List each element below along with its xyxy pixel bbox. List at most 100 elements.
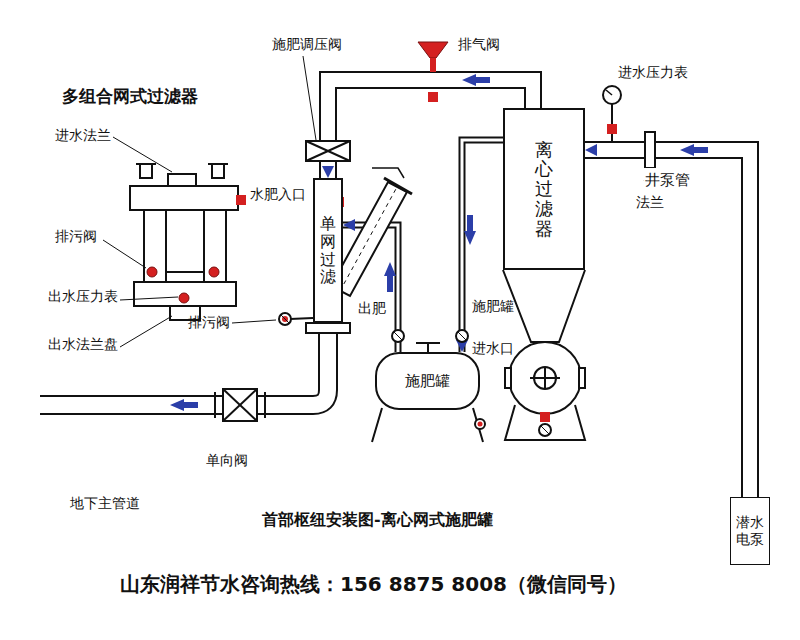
flow-arrow bbox=[462, 74, 490, 86]
part-label: 施肥调压阀 bbox=[272, 36, 342, 53]
inlet-gauge bbox=[606, 90, 612, 95]
centrifugal-cone bbox=[505, 368, 511, 388]
centrifugal-cone bbox=[505, 405, 585, 440]
tank-fittings bbox=[372, 330, 485, 442]
pressure-regulating-valve bbox=[306, 141, 350, 161]
inlet-gauge bbox=[607, 124, 617, 134]
part-label: 出肥 bbox=[358, 300, 386, 317]
multi-screen-filter bbox=[204, 210, 226, 282]
centrifugal-cone bbox=[503, 270, 585, 440]
centrifugal-cone bbox=[539, 424, 551, 436]
multi-screen-filter bbox=[134, 282, 236, 306]
multi-screen-filter bbox=[208, 163, 228, 165]
part-label: 进水压力表 bbox=[618, 64, 688, 81]
screen-filter-branch bbox=[290, 318, 313, 319]
pipe-wall bbox=[585, 150, 750, 497]
multi-screen-filter bbox=[166, 271, 204, 273]
multi-screen-filter bbox=[179, 293, 189, 303]
outlet-pipe bbox=[40, 333, 328, 405]
leader-line bbox=[120, 297, 178, 300]
multi-screen-filter bbox=[147, 267, 157, 277]
leader-line bbox=[120, 316, 172, 347]
multi-screen-filter bbox=[209, 267, 219, 277]
screen-filter-branch bbox=[340, 187, 397, 291]
outlet-pipe bbox=[214, 392, 216, 418]
outlet-pipe bbox=[223, 389, 257, 421]
node-label: 单网过滤 bbox=[320, 215, 336, 285]
screen-filter-branch bbox=[282, 316, 288, 322]
multi-screen-filter bbox=[236, 195, 246, 205]
tank-fittings bbox=[392, 330, 404, 342]
flow-arrow bbox=[464, 215, 476, 245]
outlet-pipe bbox=[306, 323, 350, 333]
tank-fittings bbox=[427, 344, 429, 352]
arrow-head bbox=[585, 144, 597, 156]
tank-fittings bbox=[478, 422, 483, 427]
part-label: 排污阀 bbox=[188, 314, 230, 331]
tank-fittings bbox=[458, 332, 466, 340]
screen-filter-branch bbox=[384, 178, 412, 194]
edge-label: 井泵管 bbox=[644, 168, 691, 192]
part-label: 排污阀 bbox=[55, 228, 97, 245]
tank-fittings bbox=[475, 419, 485, 429]
part-label: 排气阀 bbox=[458, 36, 500, 53]
air-valve bbox=[430, 58, 436, 72]
multi-screen-filter bbox=[168, 174, 196, 186]
screen-filter-branch bbox=[279, 313, 291, 325]
multi-screen-filter bbox=[144, 210, 166, 282]
inlet-gauge bbox=[611, 104, 613, 142]
air-valve bbox=[418, 42, 448, 58]
screen-filter-branch bbox=[372, 168, 404, 178]
fertilizer-tank: 施肥罐 bbox=[375, 352, 480, 410]
node-label: 施肥罐 bbox=[405, 372, 450, 391]
part-label: 法兰 bbox=[636, 194, 664, 211]
outlet-pipe bbox=[223, 389, 257, 421]
tank-fittings bbox=[372, 408, 382, 442]
arrow-head bbox=[343, 219, 355, 231]
tank-fittings bbox=[416, 342, 440, 344]
leader-line bbox=[232, 320, 276, 323]
inlet-gauge bbox=[603, 86, 621, 104]
screen-filter-branch bbox=[281, 315, 289, 323]
pressure-regulating-valve bbox=[306, 141, 350, 161]
pipe-bore bbox=[462, 140, 503, 352]
leader-line bbox=[303, 56, 316, 140]
part-label: 多组合网式过滤器 bbox=[62, 86, 198, 106]
flow-arrow bbox=[384, 262, 396, 292]
water-pipe bbox=[322, 80, 533, 178]
outlet-pipe bbox=[38, 323, 350, 421]
centrifugal-cone bbox=[509, 342, 581, 414]
centrifugal-filter: 离心过滤器 bbox=[503, 108, 585, 270]
leader-line bbox=[103, 240, 146, 268]
air-valve bbox=[428, 92, 438, 102]
tank-fittings bbox=[394, 332, 402, 340]
multi-screen-filter bbox=[130, 186, 238, 210]
pressure-regulating-valve bbox=[306, 141, 350, 161]
part-label: 出水压力表 bbox=[48, 288, 118, 305]
part-label: 地下主管道 bbox=[70, 495, 140, 512]
fertilizer-hose bbox=[456, 140, 503, 352]
multi-screen-filter bbox=[140, 164, 152, 178]
tank-fittings bbox=[456, 330, 468, 342]
multi-screen-filter bbox=[130, 164, 246, 320]
part-label: 进水口 bbox=[472, 340, 514, 357]
pressure-regulating-valve bbox=[306, 141, 350, 161]
centrifugal-cone bbox=[540, 412, 550, 422]
flange bbox=[645, 132, 655, 168]
centrifugal-cone bbox=[541, 426, 549, 434]
centrifugal-cone bbox=[579, 368, 585, 388]
centrifugal-cone bbox=[544, 367, 546, 389]
air-valve bbox=[418, 42, 448, 102]
arrow-head bbox=[322, 166, 334, 178]
part-label: 施肥罐 bbox=[472, 298, 514, 315]
outlet-pipe bbox=[38, 333, 328, 405]
multi-screen-filter bbox=[212, 164, 224, 178]
multi-screen-filter bbox=[136, 163, 156, 165]
caption: 首部枢纽安装图-离心网式施肥罐 bbox=[262, 510, 493, 529]
submersible-pump: 潜水电泵 bbox=[730, 497, 770, 565]
screen-filter: 单网过滤 bbox=[313, 178, 343, 323]
flow-arrow bbox=[170, 399, 198, 411]
part-label: 山东润祥节水咨询热线：156 8875 8008（微信同号） bbox=[120, 572, 627, 596]
flow-arrow bbox=[170, 74, 708, 411]
